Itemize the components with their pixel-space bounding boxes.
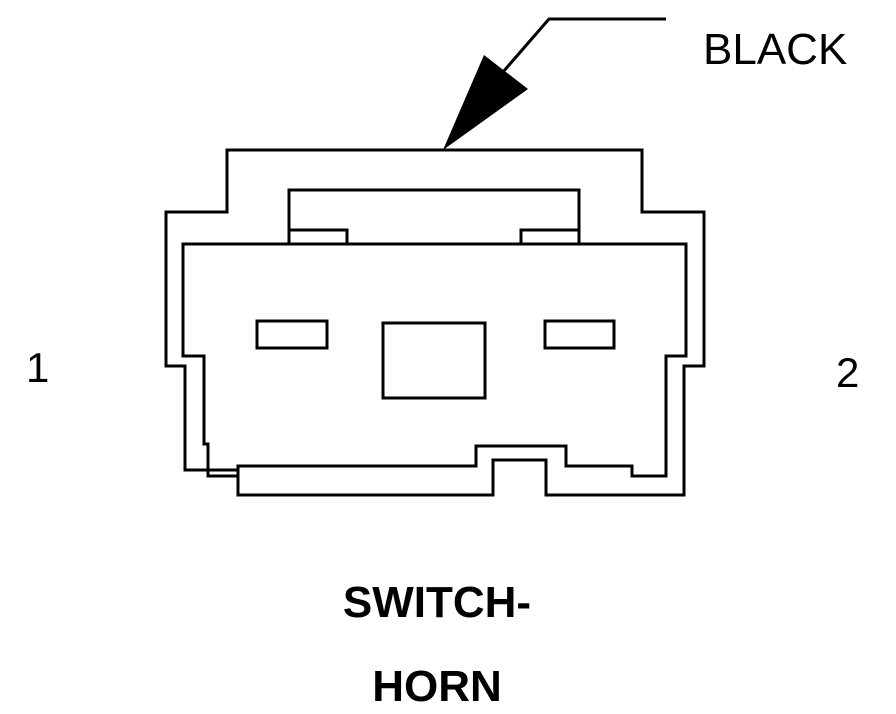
center-keyway xyxy=(381,321,487,400)
leader-arrowhead xyxy=(443,55,528,150)
color-callout-label: BLACK xyxy=(703,25,847,74)
pin-2-label: 2 xyxy=(836,349,859,396)
leader-line xyxy=(494,17,666,81)
title-line-1: SWITCH- xyxy=(343,578,531,627)
terminal-cavity-1 xyxy=(255,319,329,350)
latch-frame xyxy=(287,188,581,244)
title-line-2: HORN xyxy=(372,662,502,709)
pin-1-label: 1 xyxy=(26,344,49,391)
latch-tab-left xyxy=(287,228,349,246)
latch-tab-right xyxy=(519,228,581,246)
connector-inner-housing xyxy=(181,242,688,478)
connector-outer-housing xyxy=(164,148,706,497)
terminal-cavity-2 xyxy=(543,319,616,350)
